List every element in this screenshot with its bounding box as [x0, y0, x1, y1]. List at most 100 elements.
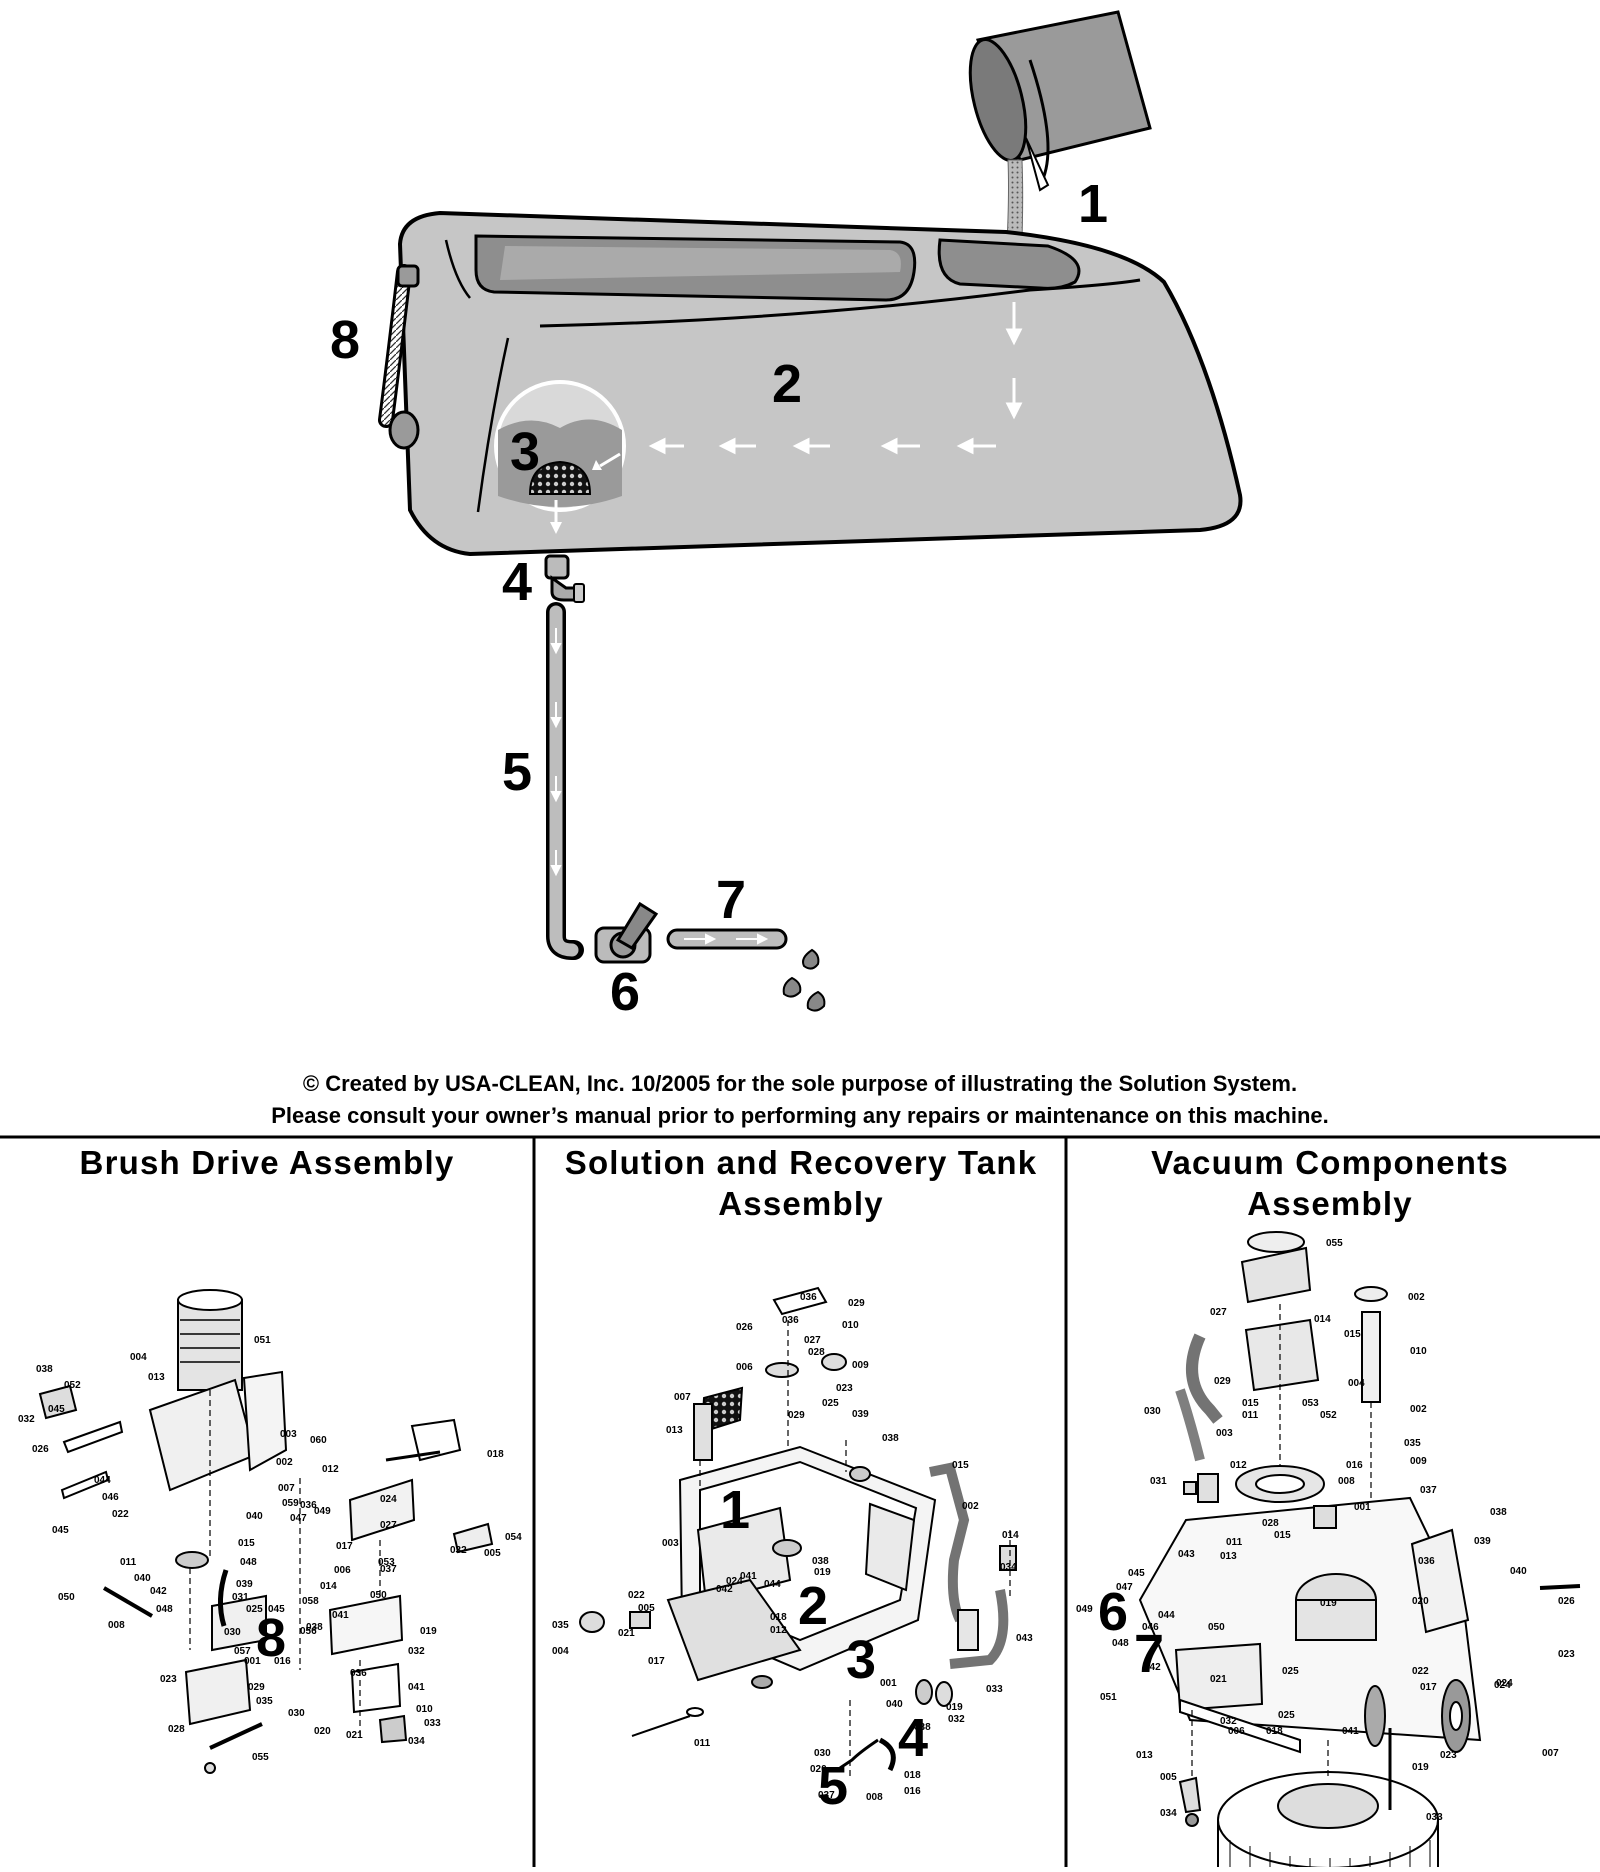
part-number-009: 009	[852, 1360, 869, 1371]
credit-line-1: © Created by USA-CLEAN, Inc. 10/2005 for…	[302, 1071, 1298, 1096]
assembly-step-marker-5: 5	[818, 1756, 848, 1816]
assembly-step-marker-6: 6	[1098, 1582, 1128, 1642]
part-number-017: 017	[1420, 1682, 1437, 1693]
part-number-031: 031	[1150, 1476, 1167, 1487]
part-number-048: 048	[240, 1557, 257, 1568]
part-number-019: 019	[420, 1626, 437, 1637]
part-number-029: 029	[248, 1682, 265, 1693]
step-number-6: 6	[610, 962, 640, 1022]
part-number-025: 025	[1282, 1666, 1299, 1677]
part-number-012: 012	[322, 1464, 339, 1475]
part-number-002: 002	[1410, 1404, 1427, 1415]
part-number-053: 053	[1302, 1398, 1319, 1409]
part-number-004: 004	[130, 1352, 147, 1363]
part-number-027: 027	[804, 1335, 821, 1346]
part-number-036: 036	[350, 1668, 367, 1679]
part-number-054: 054	[505, 1532, 522, 1543]
part-number-049: 049	[1076, 1604, 1093, 1615]
part-number-042: 042	[1144, 1662, 1161, 1673]
part-number-040: 040	[886, 1699, 903, 1710]
part-number-002: 002	[1408, 1292, 1425, 1303]
part-number-016: 016	[274, 1656, 291, 1667]
part-number-018: 018	[904, 1770, 921, 1781]
part-number-013: 013	[666, 1425, 683, 1436]
part-number-035: 035	[256, 1696, 273, 1707]
part-number-036: 036	[782, 1315, 799, 1326]
step-number-1: 1	[1078, 174, 1108, 234]
panel-frames	[0, 1135, 1600, 1867]
part-number-001: 001	[244, 1656, 261, 1667]
part-number-025: 025	[822, 1398, 839, 1409]
part-number-035: 035	[552, 1620, 569, 1631]
part-number-014: 014	[1002, 1530, 1019, 1541]
part-number-045: 045	[48, 1404, 65, 1415]
part-number-023: 023	[160, 1674, 177, 1685]
part-number-019: 019	[1412, 1762, 1429, 1773]
part-number-013: 013	[1136, 1750, 1153, 1761]
part-number-008: 008	[1338, 1476, 1355, 1487]
part-number-021: 021	[1210, 1674, 1227, 1685]
part-number-015: 015	[1242, 1398, 1259, 1409]
part-number-060: 060	[310, 1435, 327, 1446]
flow-arrows	[648, 302, 1023, 455]
part-number-033: 033	[986, 1684, 1003, 1695]
part-number-039: 039	[1474, 1536, 1491, 1547]
part-number-027: 027	[1210, 1307, 1227, 1318]
part-number-036: 036	[1418, 1556, 1435, 1567]
part-number-014: 014	[1314, 1314, 1331, 1325]
part-number-026: 026	[1558, 1596, 1575, 1607]
part-number-021: 021	[618, 1628, 635, 1639]
part-number-033: 033	[424, 1718, 441, 1729]
part-number-059: 059	[282, 1498, 299, 1509]
part-number-051: 051	[1100, 1692, 1117, 1703]
part-number-057: 057	[234, 1646, 251, 1657]
bucket	[968, 10, 1152, 192]
part-number-001: 001	[1354, 1502, 1371, 1513]
part-number-041: 041	[408, 1682, 425, 1693]
part-number-004: 004	[1348, 1378, 1365, 1389]
brush-drive-parts	[38, 1289, 494, 1774]
part-number-028: 028	[808, 1347, 825, 1358]
part-number-001: 001	[880, 1678, 897, 1689]
part-number-051: 051	[254, 1335, 271, 1346]
part-number-028: 028	[168, 1724, 185, 1735]
part-number-002: 002	[276, 1457, 293, 1468]
assembly-step-marker-8: 8	[256, 1608, 286, 1668]
part-number-036: 036	[300, 1500, 317, 1511]
part-number-041: 041	[740, 1571, 757, 1582]
step-number-8: 8	[330, 310, 360, 370]
part-number-040: 040	[246, 1511, 263, 1522]
part-number-017: 017	[336, 1541, 353, 1552]
part-number-023: 023	[1440, 1750, 1457, 1761]
part-number-035: 035	[1404, 1438, 1421, 1449]
part-number-030: 030	[288, 1708, 305, 1719]
part-number-015: 015	[952, 1460, 969, 1471]
part-number-032: 032	[408, 1646, 425, 1657]
part-number-005: 005	[1160, 1772, 1177, 1783]
credit-line-2: Please consult your owner’s manual prior…	[271, 1103, 1329, 1128]
part-number-013: 013	[1220, 1551, 1237, 1562]
part-number-050: 050	[58, 1592, 75, 1603]
water-drops	[782, 948, 826, 1012]
part-number-045: 045	[1128, 1568, 1145, 1579]
assembly-step-marker-7: 7	[1134, 1624, 1164, 1684]
part-number-046: 046	[1142, 1622, 1159, 1633]
part-number-010: 010	[1410, 1346, 1427, 1357]
part-number-049: 049	[314, 1506, 331, 1517]
part-number-003: 003	[280, 1429, 297, 1440]
part-number-048: 048	[156, 1604, 173, 1615]
part-number-053: 053	[378, 1557, 395, 1568]
assembly-step-marker-3: 3	[846, 1630, 876, 1690]
part-number-019: 019	[946, 1702, 963, 1713]
part-number-044: 044	[764, 1579, 781, 1590]
part-number-006: 006	[736, 1362, 753, 1373]
part-number-032: 032	[450, 1545, 467, 1556]
part-number-015: 015	[1274, 1530, 1291, 1541]
part-number-022: 022	[628, 1590, 645, 1601]
part-number-019: 019	[814, 1567, 831, 1578]
step-number-4: 4	[502, 552, 532, 612]
part-number-030: 030	[224, 1627, 241, 1638]
panel-title-solution-recovery-tank: Solution and Recovery Tank Assembly	[564, 1144, 1038, 1222]
part-number-015: 015	[1344, 1329, 1361, 1340]
vacuum-components-parts	[1138, 1231, 1581, 1869]
